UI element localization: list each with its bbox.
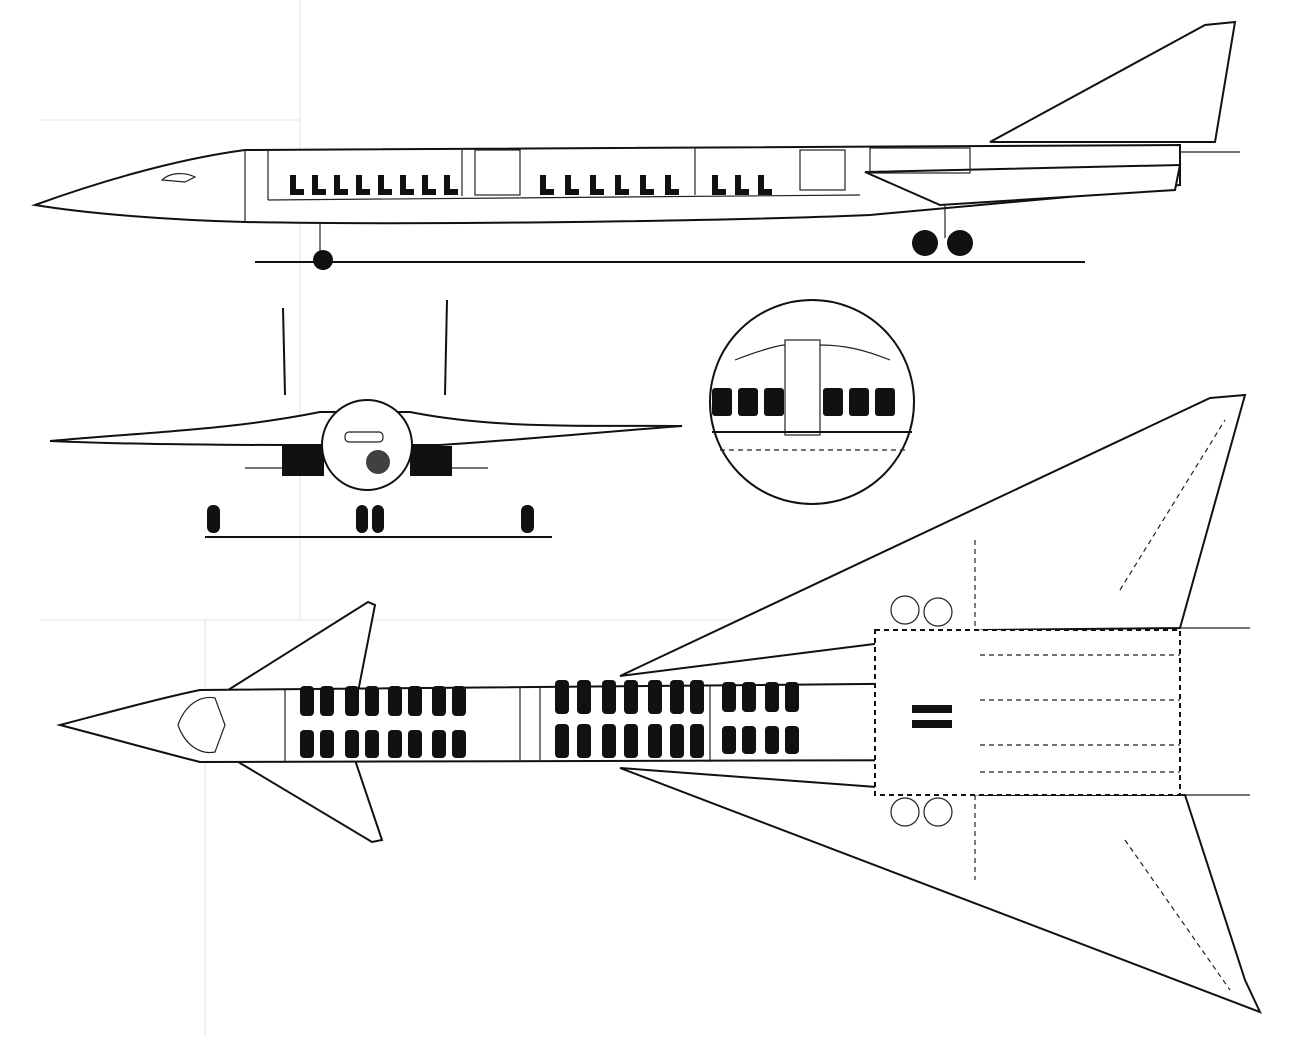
front-fin-right — [444, 299, 448, 396]
top-cockpit — [177, 696, 226, 754]
top-seats — [300, 680, 799, 758]
main-wheel — [912, 230, 938, 256]
top-view — [56, 393, 1262, 1014]
cabin-cross-section — [709, 299, 915, 505]
front-wheel — [372, 505, 384, 533]
front-wheel — [207, 505, 220, 533]
nose-wheel — [313, 250, 333, 270]
front-fuselage — [321, 399, 413, 491]
top-canard-lower — [231, 759, 384, 844]
front-engine-left — [282, 446, 324, 476]
side-engine-nacelle — [864, 163, 1182, 207]
side-view — [31, 20, 1240, 270]
main-wheel — [947, 230, 973, 256]
side-tail-fin — [989, 20, 1237, 143]
top-main-wing-lower — [619, 767, 1262, 1014]
front-fin-left — [282, 307, 286, 396]
front-view — [49, 299, 683, 538]
cabin-seats — [712, 388, 895, 416]
front-engine-right — [410, 446, 452, 476]
side-seats — [290, 175, 772, 195]
front-wheel — [356, 505, 368, 533]
cockpit-window — [160, 173, 197, 183]
front-wheel — [521, 505, 534, 533]
side-fuselage — [31, 143, 1181, 225]
